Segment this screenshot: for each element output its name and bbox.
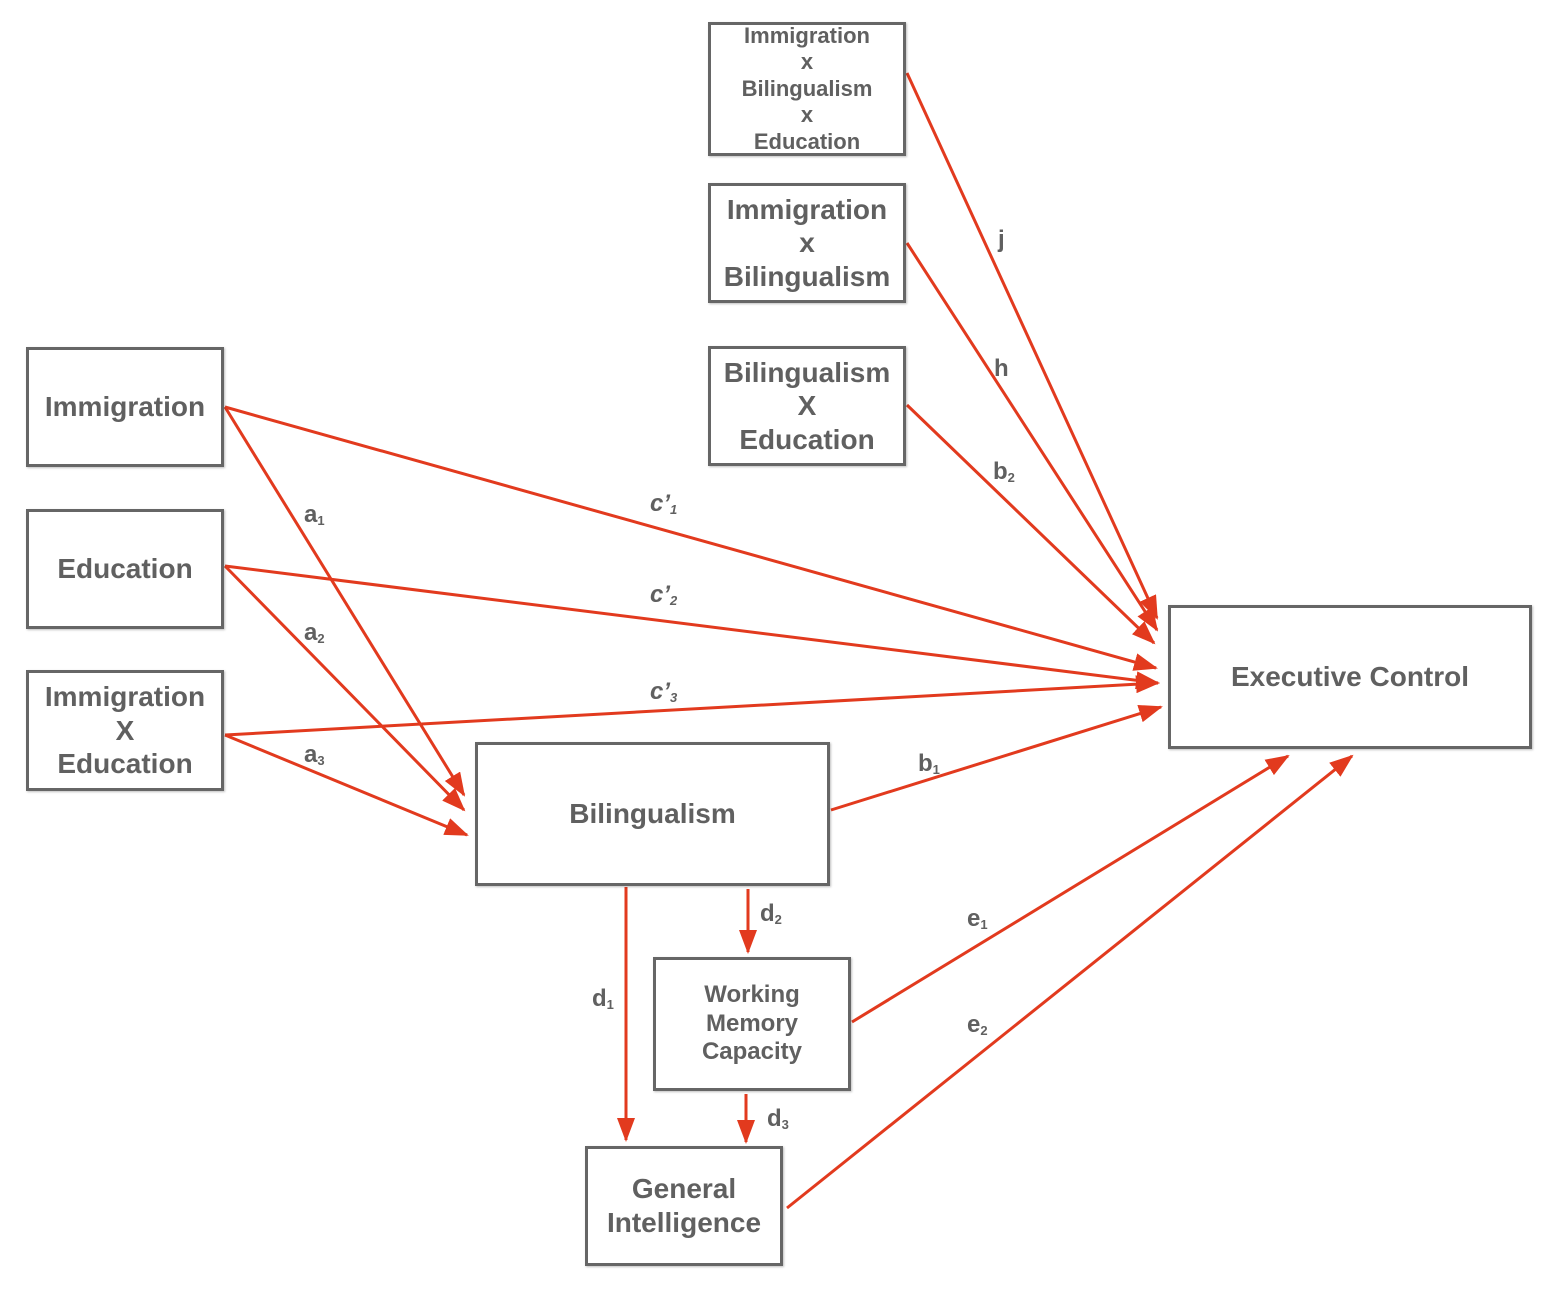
node-label-line: Immigration <box>44 391 206 423</box>
node-label-line: Intelligence <box>606 1207 762 1238</box>
node-label-line: Memory <box>705 1009 799 1037</box>
path-label-subscript: 2 <box>1007 470 1015 485</box>
path-label-letter: b <box>918 750 933 777</box>
path-label-letter: d <box>760 900 775 927</box>
path-label-letter: a <box>304 619 318 646</box>
path-label: c’1 <box>650 490 678 517</box>
path-label-letter: b <box>993 458 1008 485</box>
path-label-subscript: 1 <box>317 513 325 528</box>
path-label-letter: c’ <box>650 581 671 608</box>
path-label: c’2 <box>650 581 678 608</box>
node-label-line: X <box>115 714 135 746</box>
path-label-subscript: 3 <box>317 753 325 768</box>
node-label-line: Education <box>739 423 875 455</box>
node-label-line: Bilingualism <box>569 798 736 830</box>
path-label-subscript: 3 <box>670 690 678 705</box>
arrow-education-to-executive-control <box>224 564 1160 690</box>
path-label: a1 <box>304 501 325 528</box>
path-label: a3 <box>304 741 325 768</box>
node-label-line: Bilingualism <box>723 260 891 292</box>
node-executive-control: Executive Control <box>1168 605 1532 749</box>
path-label-subscript: 2 <box>980 1023 988 1038</box>
node-label-line: Working <box>704 980 800 1008</box>
path-label-subscript: 1 <box>606 997 614 1012</box>
path-label-letter: e <box>967 905 981 932</box>
node-label-line: Bilingualism <box>723 356 891 388</box>
node-label-line: Immigration <box>744 23 870 49</box>
node-label-line: Education <box>753 128 861 154</box>
path-label-letter: e <box>967 1011 981 1038</box>
node-label-line: x <box>799 227 815 259</box>
path-label-subscript: 2 <box>317 631 325 646</box>
arrow-gi-to-executive-control <box>786 754 1354 1210</box>
path-label-letter: a <box>304 501 318 528</box>
path-label-letter: a <box>304 741 318 768</box>
node-label-line: x <box>800 49 814 75</box>
arrow-education-to-bilingualism <box>223 564 466 812</box>
arrow-imm-edu-to-bilingualism <box>224 733 469 837</box>
path-label: a2 <box>304 619 325 646</box>
node-label-line: Education <box>57 553 193 585</box>
path-label-subscript: 2 <box>774 912 782 927</box>
node-label-line: Executive Control <box>1230 661 1470 693</box>
path-label: b1 <box>918 750 940 777</box>
path-label-subscript: 1 <box>932 762 940 777</box>
path-label: d2 <box>760 900 782 927</box>
arrow-bil-edu-to-executive-control <box>905 403 1156 645</box>
path-label: e2 <box>967 1011 988 1038</box>
path-label-subscript: 2 <box>670 593 678 608</box>
node-education: Education <box>26 509 224 629</box>
path-label: d1 <box>592 985 614 1012</box>
path-label: c’3 <box>650 678 678 705</box>
path-label-subscript: 3 <box>781 1117 789 1132</box>
arrow-imm-bil-edu-to-executive-control <box>905 72 1159 620</box>
path-label-letter: c’ <box>650 678 671 705</box>
path-label-letter: d <box>767 1105 782 1132</box>
node-immigration: Immigration <box>26 347 224 467</box>
node-label-line: Capacity <box>701 1038 803 1066</box>
arrow-wmc-to-executive-control <box>851 754 1290 1024</box>
path-label-letter: j <box>998 226 1005 253</box>
node-label-line: Education <box>57 748 193 780</box>
node-label-line: Immigration <box>44 681 206 713</box>
arrow-immigration-to-executive-control <box>224 405 1158 671</box>
path-label: d3 <box>767 1105 789 1132</box>
node-label-line: General <box>631 1173 737 1205</box>
path-label: j <box>998 228 1005 252</box>
arrow-immigration-to-bilingualism <box>223 406 466 797</box>
path-label: b2 <box>993 458 1015 485</box>
node-label-line: Bilingualism <box>741 75 873 101</box>
arrow-imm-bil-to-executive-control <box>905 242 1159 632</box>
path-label-letter: c’ <box>650 490 671 517</box>
arrow-bilingualism-to-executive-control <box>830 704 1163 812</box>
path-label: h <box>994 357 1009 381</box>
path-label: e1 <box>967 905 988 932</box>
path-label-letter: h <box>994 355 1009 382</box>
path-label-subscript: 1 <box>980 917 988 932</box>
node-label-line: Immigration <box>726 193 888 225</box>
path-label-letter: d <box>592 985 607 1012</box>
node-label-line: X <box>797 390 817 422</box>
path-label-subscript: 1 <box>670 502 678 517</box>
node-bilingualism: Bilingualism <box>475 742 830 886</box>
node-label-line: x <box>800 102 814 128</box>
